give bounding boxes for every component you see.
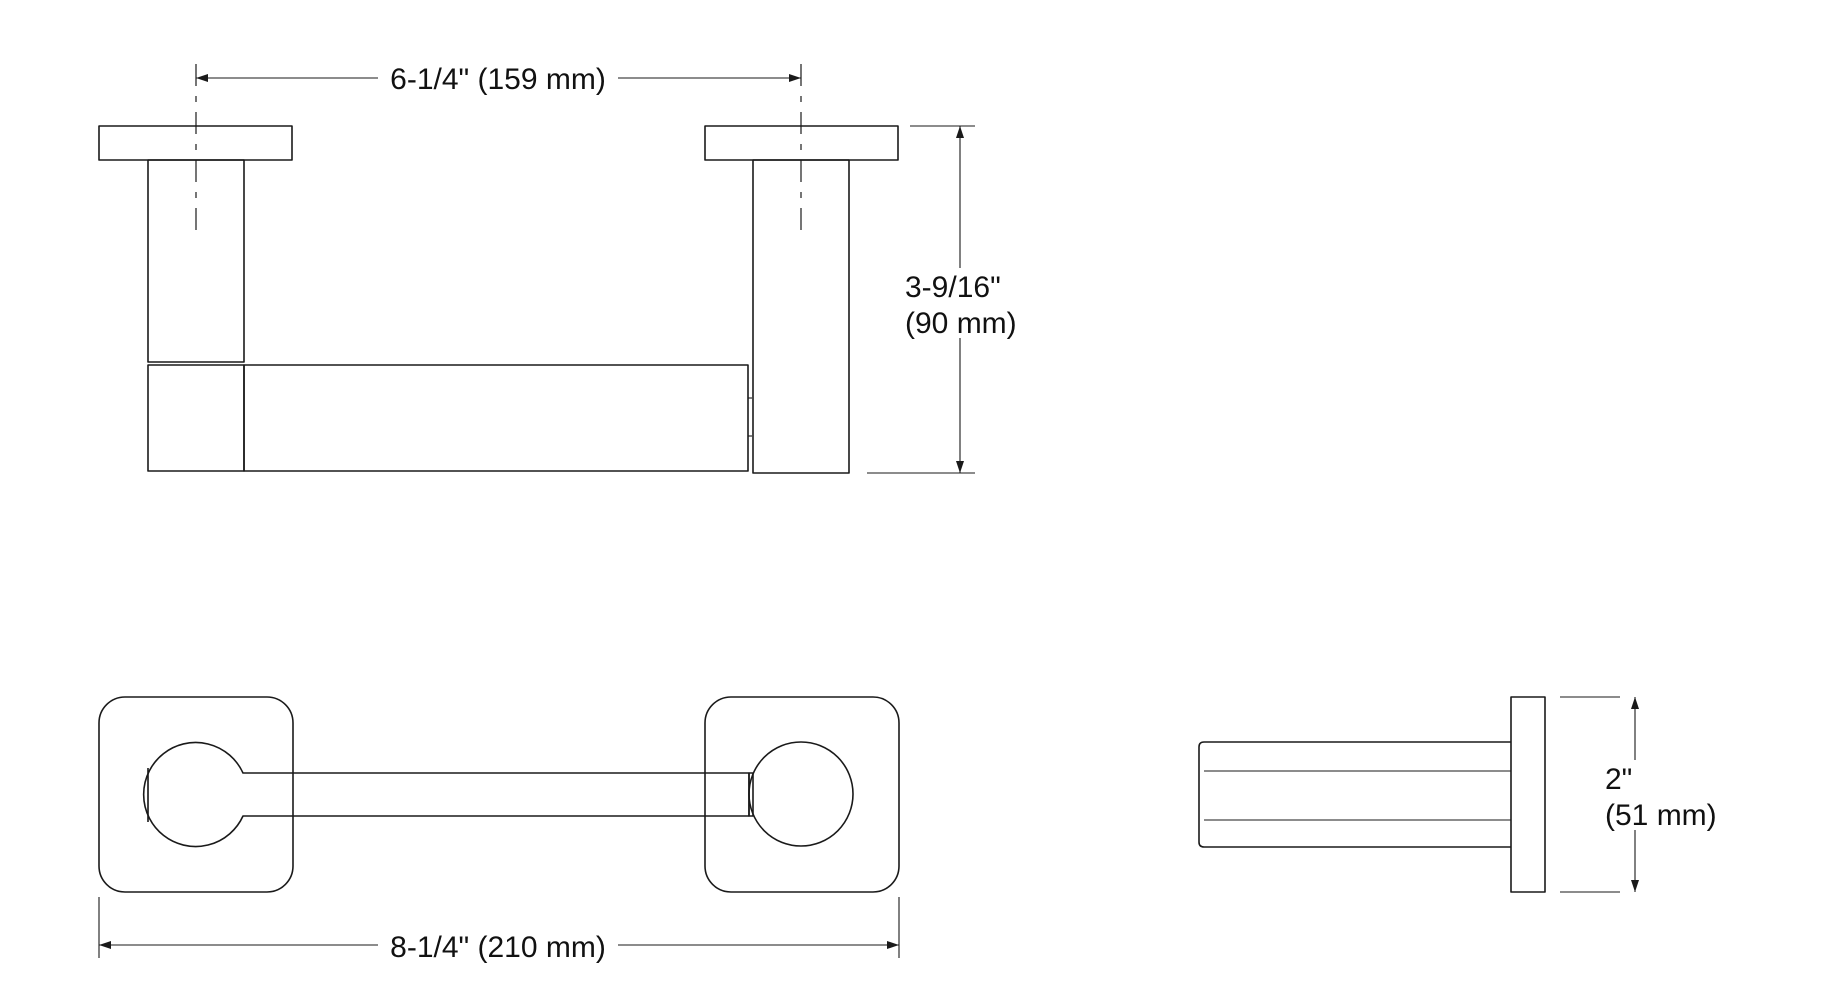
height-dimension-metric-label: (90 mm) <box>905 307 1017 340</box>
right-post <box>752 159 850 474</box>
right-plate <box>704 696 900 893</box>
height-dimension-label: 3-9/16" <box>905 271 1001 304</box>
left-plate <box>98 696 294 893</box>
plan-view: 8-1/4" (210 mm) <box>98 696 900 964</box>
right-post-profile <box>748 741 854 847</box>
overall-width-dimension-label: 8-1/4" (210 mm) <box>390 931 606 964</box>
front-elevation-view: 6-1/4" (159 mm) 3-9/16" (90 mm) <box>98 63 1017 474</box>
side-wall-plate <box>1510 696 1546 893</box>
center-spacing-dimension-label: 6-1/4" (159 mm) <box>390 63 606 96</box>
left-post <box>147 159 245 363</box>
arm-end-cap <box>147 364 245 472</box>
left-post-profile <box>142 741 750 848</box>
side-view: 2" (51 mm) <box>1198 696 1717 893</box>
side-dimension-metric-label: (51 mm) <box>1605 799 1717 832</box>
side-dimension-label: 2" <box>1605 763 1632 796</box>
side-arm-body <box>1198 741 1511 848</box>
paper-holder-arm <box>243 364 749 472</box>
